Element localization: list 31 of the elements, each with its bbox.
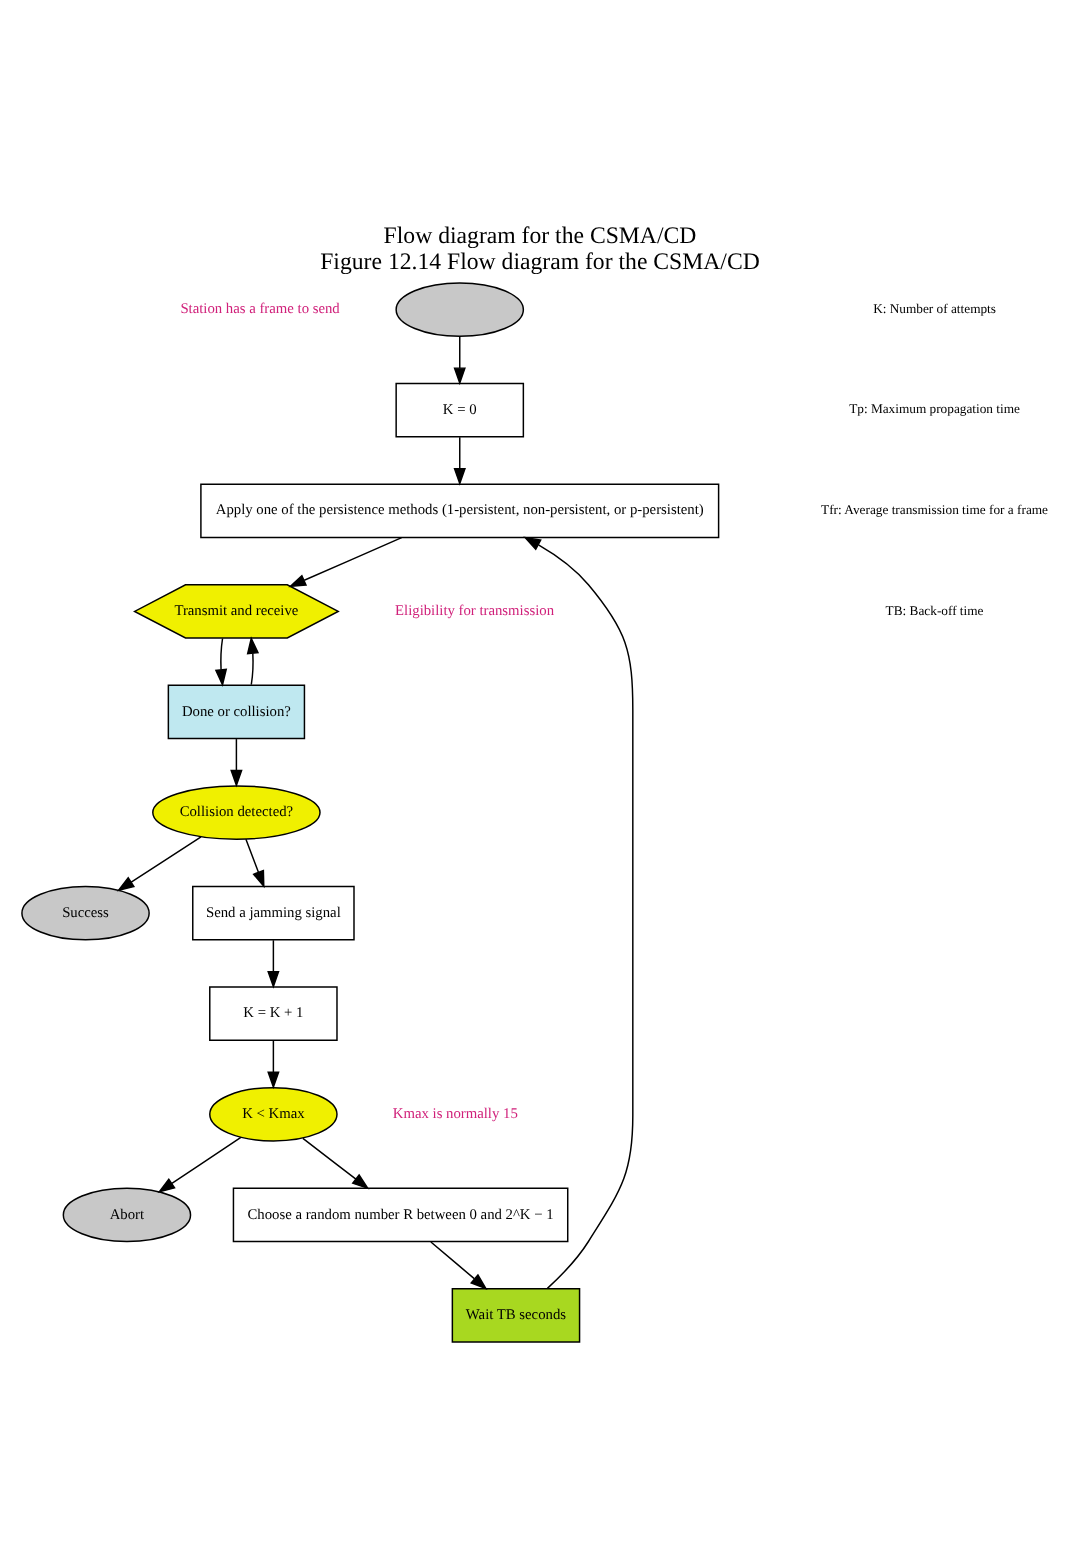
node-label: Station has a frame to send (180, 299, 340, 318)
arrow (453, 336, 466, 386)
node-box: Apply one of the persistence methods (1-persistent, non-persistent, or p-persistent) (200, 483, 720, 539)
arrow (230, 738, 243, 788)
arrow (288, 536, 403, 588)
arrow (302, 1137, 370, 1190)
node-box: K = K + 1 (209, 986, 338, 1042)
arrow (430, 1241, 488, 1290)
node-ellipse: Success (21, 885, 150, 941)
arrow (267, 1040, 280, 1090)
arrow (453, 436, 466, 486)
node-ellipse (395, 282, 525, 337)
arrow (116, 836, 202, 892)
caption: Figure 12.14 Flow diagram for the CSMA/CD (320, 247, 760, 276)
arrow (157, 1136, 242, 1194)
arrow (267, 939, 280, 989)
node-box: Wait TB seconds (451, 1288, 581, 1343)
node-ellipse: Abort (62, 1187, 192, 1243)
arrow (214, 637, 228, 687)
node-ellipse: K < Kmax (209, 1086, 338, 1142)
arrow (523, 536, 634, 1290)
node-box: Done or collision? (167, 684, 306, 740)
node-box: K = 0 (395, 382, 525, 438)
node-label: Eligibility for transmission (395, 601, 555, 620)
arrow (245, 838, 265, 889)
node-box: Choose a random number R between 0 and 2^K − 1 (232, 1187, 569, 1243)
node-box: Send a jamming signal (192, 885, 355, 941)
node-ellipse: Collision detected? (152, 785, 321, 840)
arrow (246, 636, 260, 686)
diagram-title: Flow diagram for the CSMA/CD (383, 220, 697, 249)
node-label: Kmax is normally 15 (392, 1103, 518, 1122)
